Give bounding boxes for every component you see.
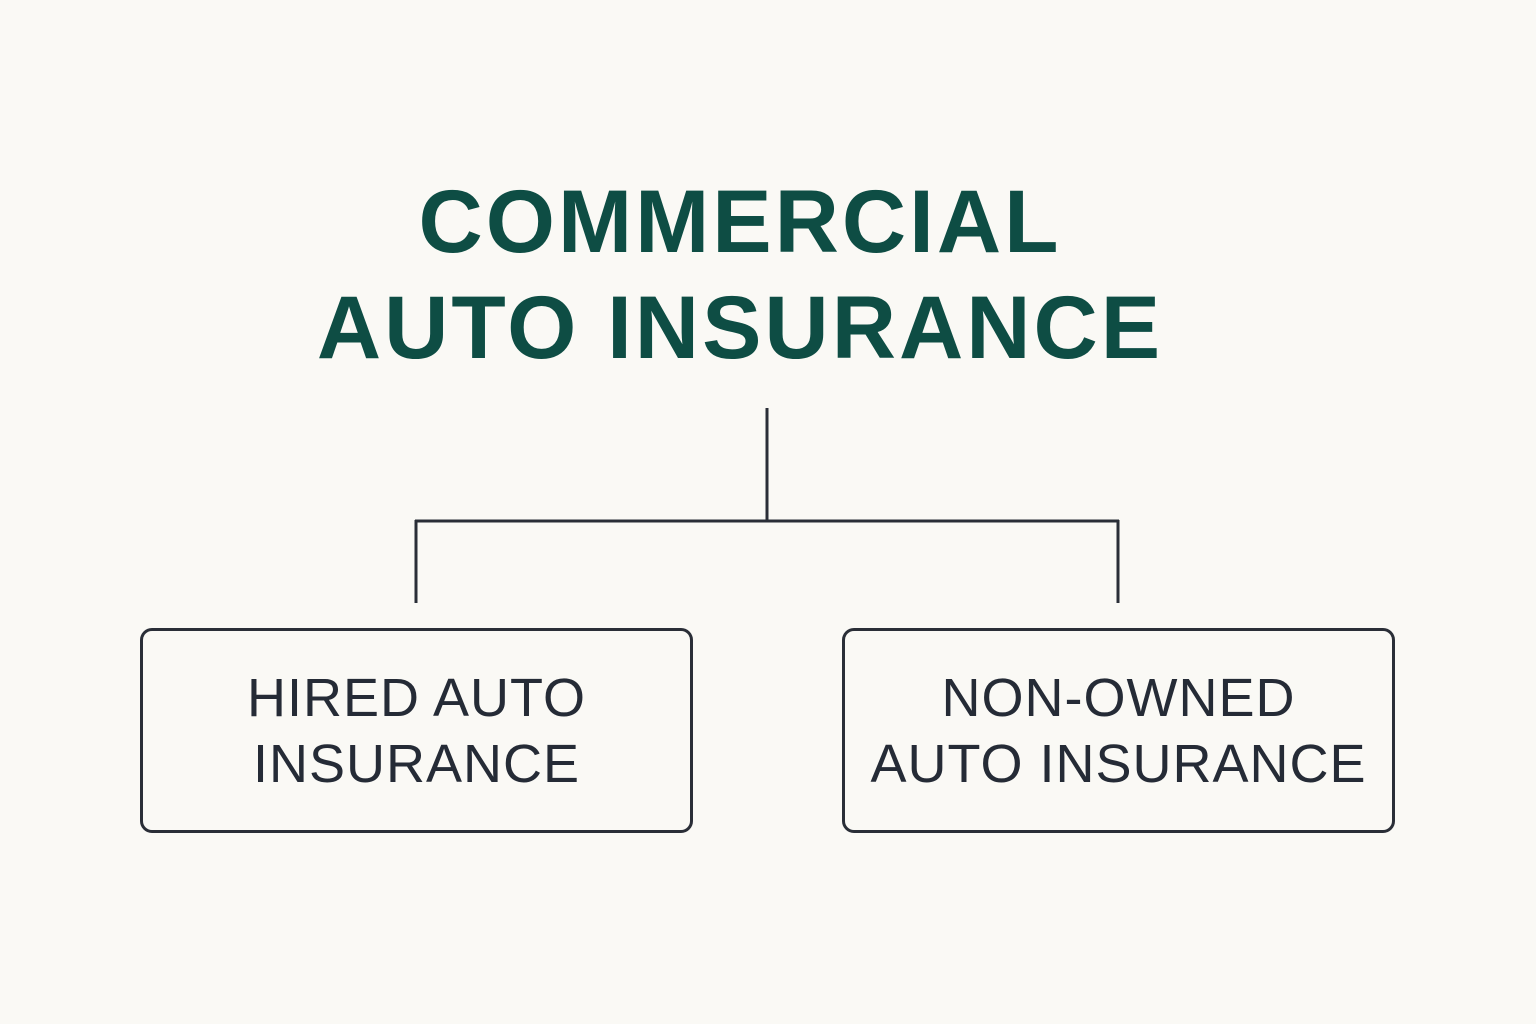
hired-auto-insurance-box: HIRED AUTO INSURANCE: [140, 628, 693, 833]
box-label-line-1: HIRED AUTO: [246, 667, 587, 728]
box-label-line-2: AUTO INSURANCE: [870, 733, 1367, 794]
non-owned-auto-insurance-box: NON-OWNED AUTO INSURANCE: [842, 628, 1395, 833]
box-label-line-2: INSURANCE: [252, 733, 581, 794]
diagram-title: COMMERCIAL AUTO INSURANCE: [0, 168, 1480, 380]
title-line-2: AUTO INSURANCE: [316, 277, 1164, 377]
box-label-line-1: NON-OWNED: [941, 667, 1296, 728]
title-line-1: COMMERCIAL: [418, 171, 1062, 271]
